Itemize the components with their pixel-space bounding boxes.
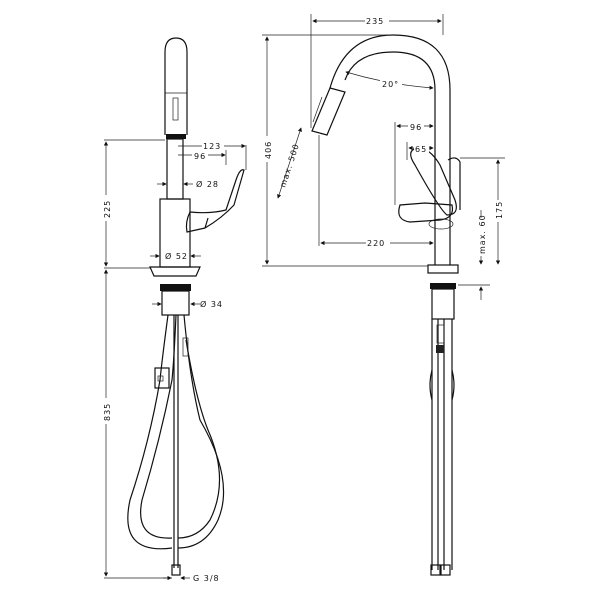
- dim-123: 123: [203, 142, 221, 151]
- dim-max500: max. 500: [278, 142, 301, 188]
- pullout-spray-head: [311, 87, 346, 136]
- lever-handle: [185, 169, 245, 233]
- dim-835: 835: [103, 403, 112, 421]
- front-view: 235 406 20° max. 500 96 65 220 175: [261, 14, 505, 576]
- spout-column: [166, 138, 184, 200]
- dim-406: 406: [264, 141, 273, 159]
- dim-225: 225: [103, 200, 112, 218]
- dim-235: 235: [366, 17, 384, 26]
- base-plate: [149, 266, 201, 277]
- side-view: 225 835 123 96 Ø 28 Ø 52 Ø 34 G 3/8: [100, 37, 247, 583]
- front-connector-left: [430, 564, 441, 576]
- g38-connector: [171, 564, 181, 576]
- hose-weight: [154, 367, 170, 389]
- spray-button: [172, 97, 179, 121]
- dim-20deg: 20°: [382, 80, 399, 89]
- dim-d28: Ø 28: [196, 179, 219, 189]
- dim-96-side: 96: [194, 152, 206, 161]
- shank: [161, 290, 190, 316]
- front-base-plate: [427, 264, 459, 274]
- hose: [127, 314, 173, 550]
- dim-175: 175: [495, 201, 504, 219]
- dim-220: 220: [367, 239, 385, 248]
- dim-96-front: 96: [410, 123, 422, 132]
- dim-g38: G 3/8: [193, 574, 220, 583]
- front-connector-right: [440, 564, 451, 576]
- dim-65: 65: [415, 145, 427, 154]
- spray-head: [164, 37, 188, 135]
- dim-d52: Ø 52: [165, 251, 188, 261]
- dim-max60: max. 60: [478, 214, 487, 254]
- dim-d34: Ø 34: [200, 299, 223, 309]
- gooseneck-spout-outer: [329, 34, 451, 265]
